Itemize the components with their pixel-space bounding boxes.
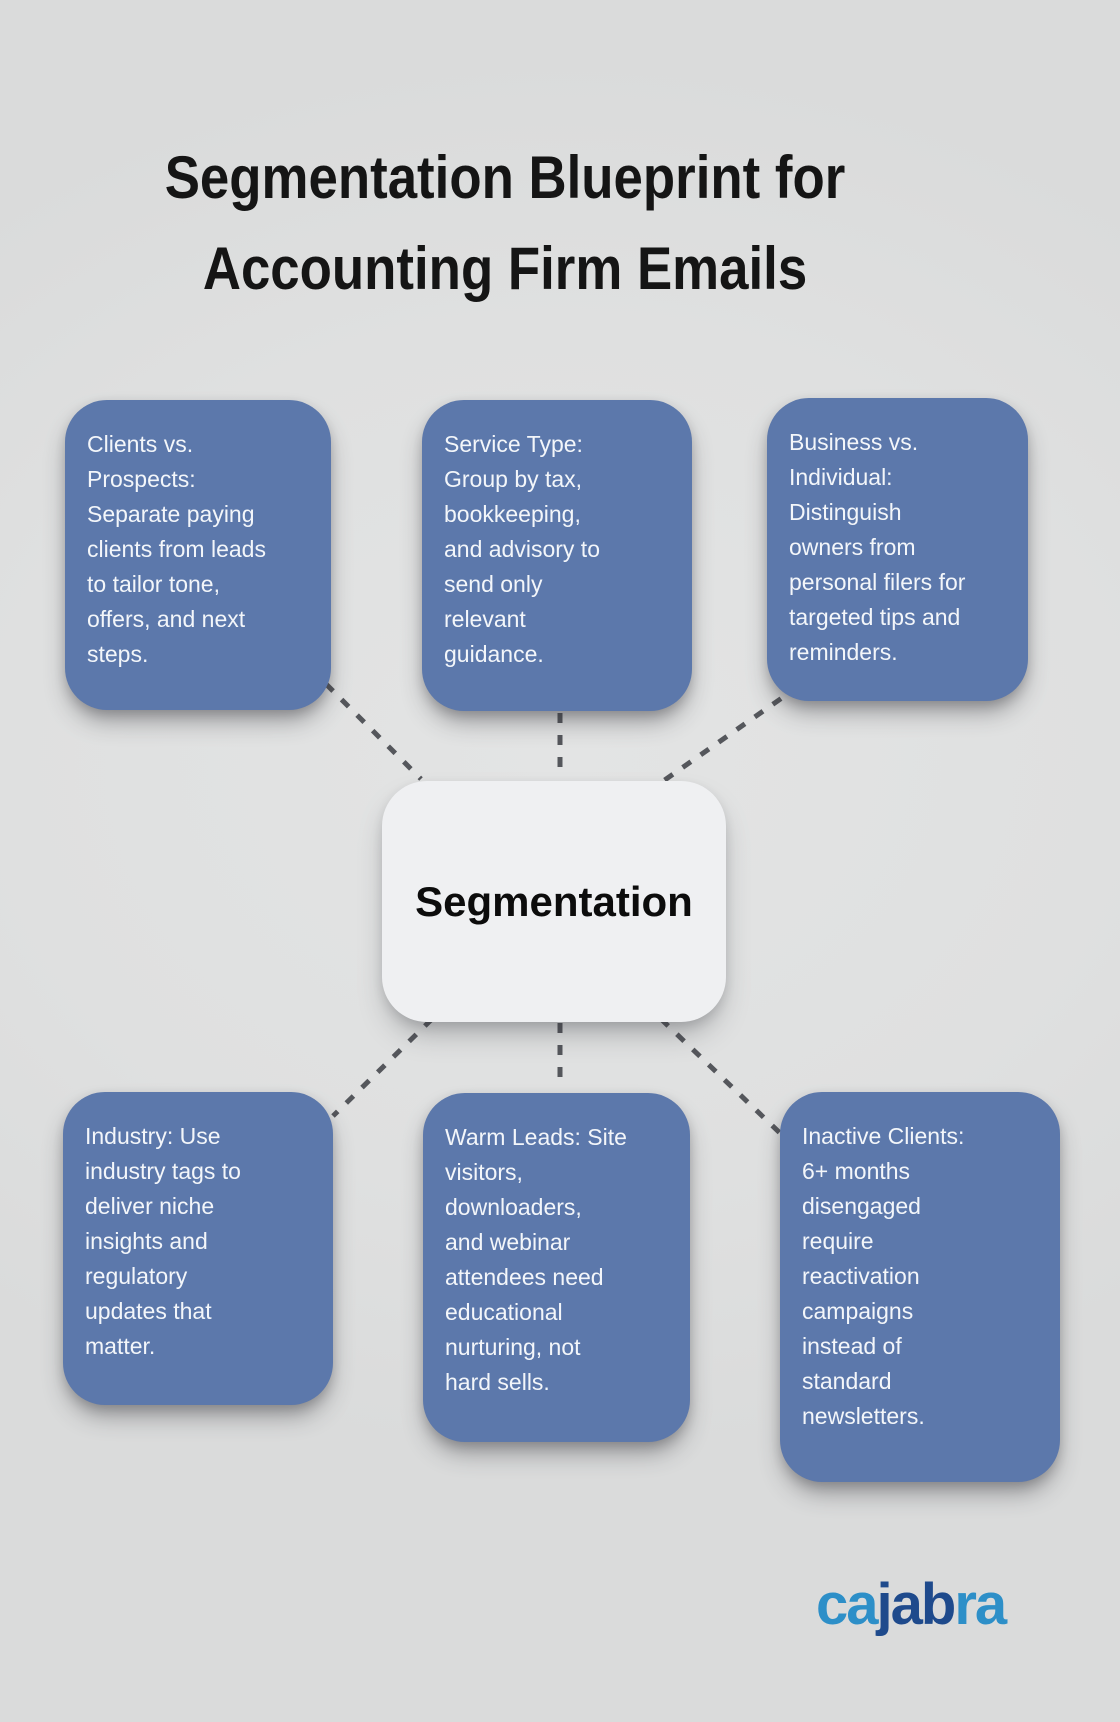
node-business-vs-individual: Business vs. Individual: Distinguish own… [767, 398, 1028, 701]
logo-part-light: ca [816, 1572, 878, 1637]
logo-part-dark: jab [876, 1572, 957, 1637]
cajabra-logo: cajabra [816, 1576, 1007, 1634]
central-node-label: Segmentation [415, 877, 693, 925]
connector-top-right [657, 683, 801, 787]
node-industry: Industry: Use industry tags to deliver n… [63, 1092, 333, 1405]
node-service-type: Service Type: Group by tax, bookkeeping,… [422, 400, 692, 711]
page-title: Segmentation Blueprint for Accounting Fi… [164, 144, 846, 303]
connector-bottom-right [659, 1017, 783, 1136]
node-warm-leads: Warm Leads: Site visitors, downloaders, … [423, 1093, 690, 1442]
node-inactive-clients: Inactive Clients: 6+ months disengaged r… [780, 1092, 1060, 1482]
connector-top-left [324, 682, 423, 781]
node-clients-vs-prospects: Clients vs. Prospects: Separate paying c… [65, 400, 331, 710]
central-node-segmentation: Segmentation [382, 781, 726, 1022]
connector-bottom-left [331, 1017, 434, 1118]
logo-part-light-2: ra [954, 1572, 1007, 1637]
